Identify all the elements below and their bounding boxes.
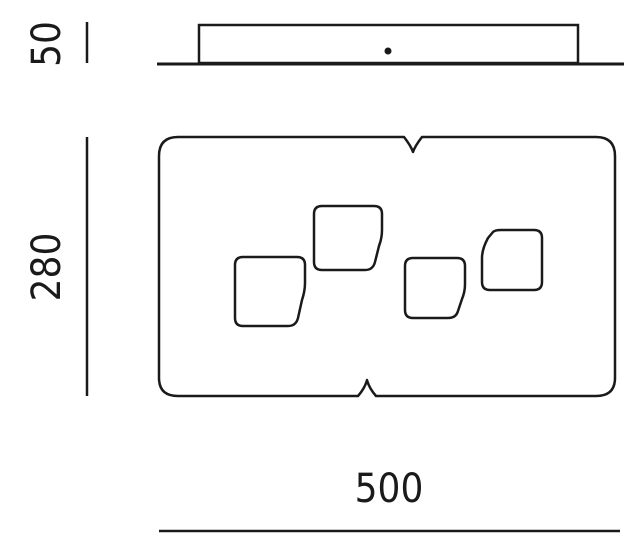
led-module-1 [233,255,307,328]
side-profile-dot [384,47,392,55]
height-dimension-label: 50 [24,21,70,67]
width-dimension-label: 500 [355,466,424,512]
led-module-4 [480,228,544,292]
top-view [157,135,617,398]
side-view [157,23,624,66]
led-module-3 [403,256,467,320]
panel-outline [157,135,617,398]
led-module-2 [312,204,384,272]
side-profile-body [197,23,580,65]
depth-dimension-label: 280 [24,233,70,302]
